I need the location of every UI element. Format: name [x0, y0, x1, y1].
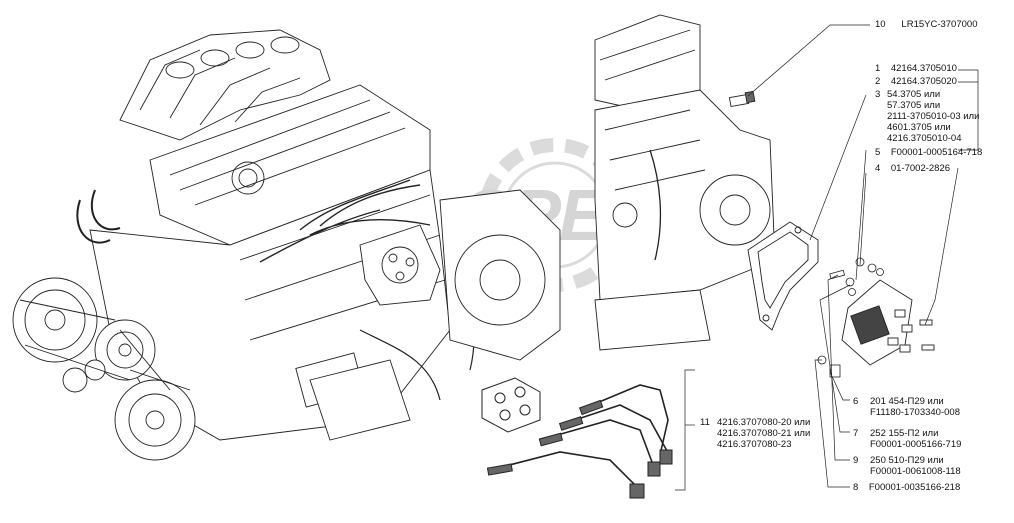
callout-10: 10 LR15YC-3707000 [875, 19, 977, 30]
callout-text: 252 155-П2 или [870, 428, 939, 439]
callout-text: F00001-0035166-218 [868, 482, 961, 493]
fasteners-parts [817, 257, 884, 378]
callout-2: 2 42164.3705020 [875, 76, 957, 87]
callout-1: 1 42164.3705010 [875, 63, 957, 74]
distributor-cap-part [841, 279, 935, 366]
callout-number: 5 [875, 147, 881, 158]
callout-text: 4216.3707080-23 [717, 439, 792, 450]
callout-text: 2111-3705010-03 или [887, 111, 980, 122]
spark-plug-part [728, 90, 756, 108]
engine-main-illustration [12, 29, 561, 461]
callout-number: 11 [700, 417, 710, 428]
callout-11: 11 4216.3707080-20 или 4216.3707080-21 и… [700, 417, 810, 450]
callout-text: 01-7002-2826 [890, 163, 951, 174]
callout-number: 6 [853, 396, 859, 407]
callout-text: F00001-0005166-719 [870, 439, 962, 450]
callout-text: 4216.3705010-04 [887, 133, 962, 144]
callout-number: 4 [875, 163, 881, 174]
callout-text: LR15YC-3707000 [901, 19, 978, 30]
callout-text: 201 454-П29 или [870, 396, 944, 407]
callout-8: 8 F00001-0035166-218 [853, 482, 960, 493]
callout-4: 4 01-7002-2826 [875, 163, 950, 174]
callout-text: F00001-0005164-718 [890, 147, 983, 158]
callout-text: F00001-0061008-118 [870, 466, 961, 477]
callout-3: 3 54.3705 или 57.3705 или 2111-3705010-0… [875, 89, 979, 144]
ht-leads-part [481, 377, 673, 499]
callout-number: 2 [875, 76, 881, 87]
leader-lines [675, 24, 979, 491]
callout-text: 4216.3707080-21 или [717, 428, 811, 439]
callout-number: 9 [853, 455, 859, 466]
callout-6: 6 201 454-П29 или F11180-1703340-008 [853, 396, 960, 418]
callout-text: F11180-1703340-008 [870, 407, 960, 418]
callout-number: 8 [853, 482, 859, 493]
callout-text: 57.3705 или [887, 100, 941, 111]
callout-number: 10 [875, 19, 886, 30]
callout-7: 7 252 155-П2 или F00001-0005166-719 [853, 428, 961, 450]
callout-5: 5 F00001-0005164-718 [875, 147, 982, 158]
callout-text: 42164.3705010 [890, 63, 957, 74]
callout-text: 4216.3707080-20 или [717, 417, 811, 428]
callout-text: 250 510-П29 или [870, 455, 944, 466]
callout-text: 4601.3705 или [887, 122, 951, 133]
gasket-part [747, 221, 819, 331]
callout-text: 42164.3705020 [890, 76, 957, 87]
callout-text: 54.3705 или [887, 89, 941, 100]
callout-number: 3 [875, 89, 881, 100]
callout-9: 9 250 510-П29 или F00001-0061008-118 [853, 455, 961, 477]
engine-detail-illustration [594, 14, 776, 351]
callout-number: 1 [875, 63, 881, 74]
callout-number: 7 [853, 428, 859, 439]
